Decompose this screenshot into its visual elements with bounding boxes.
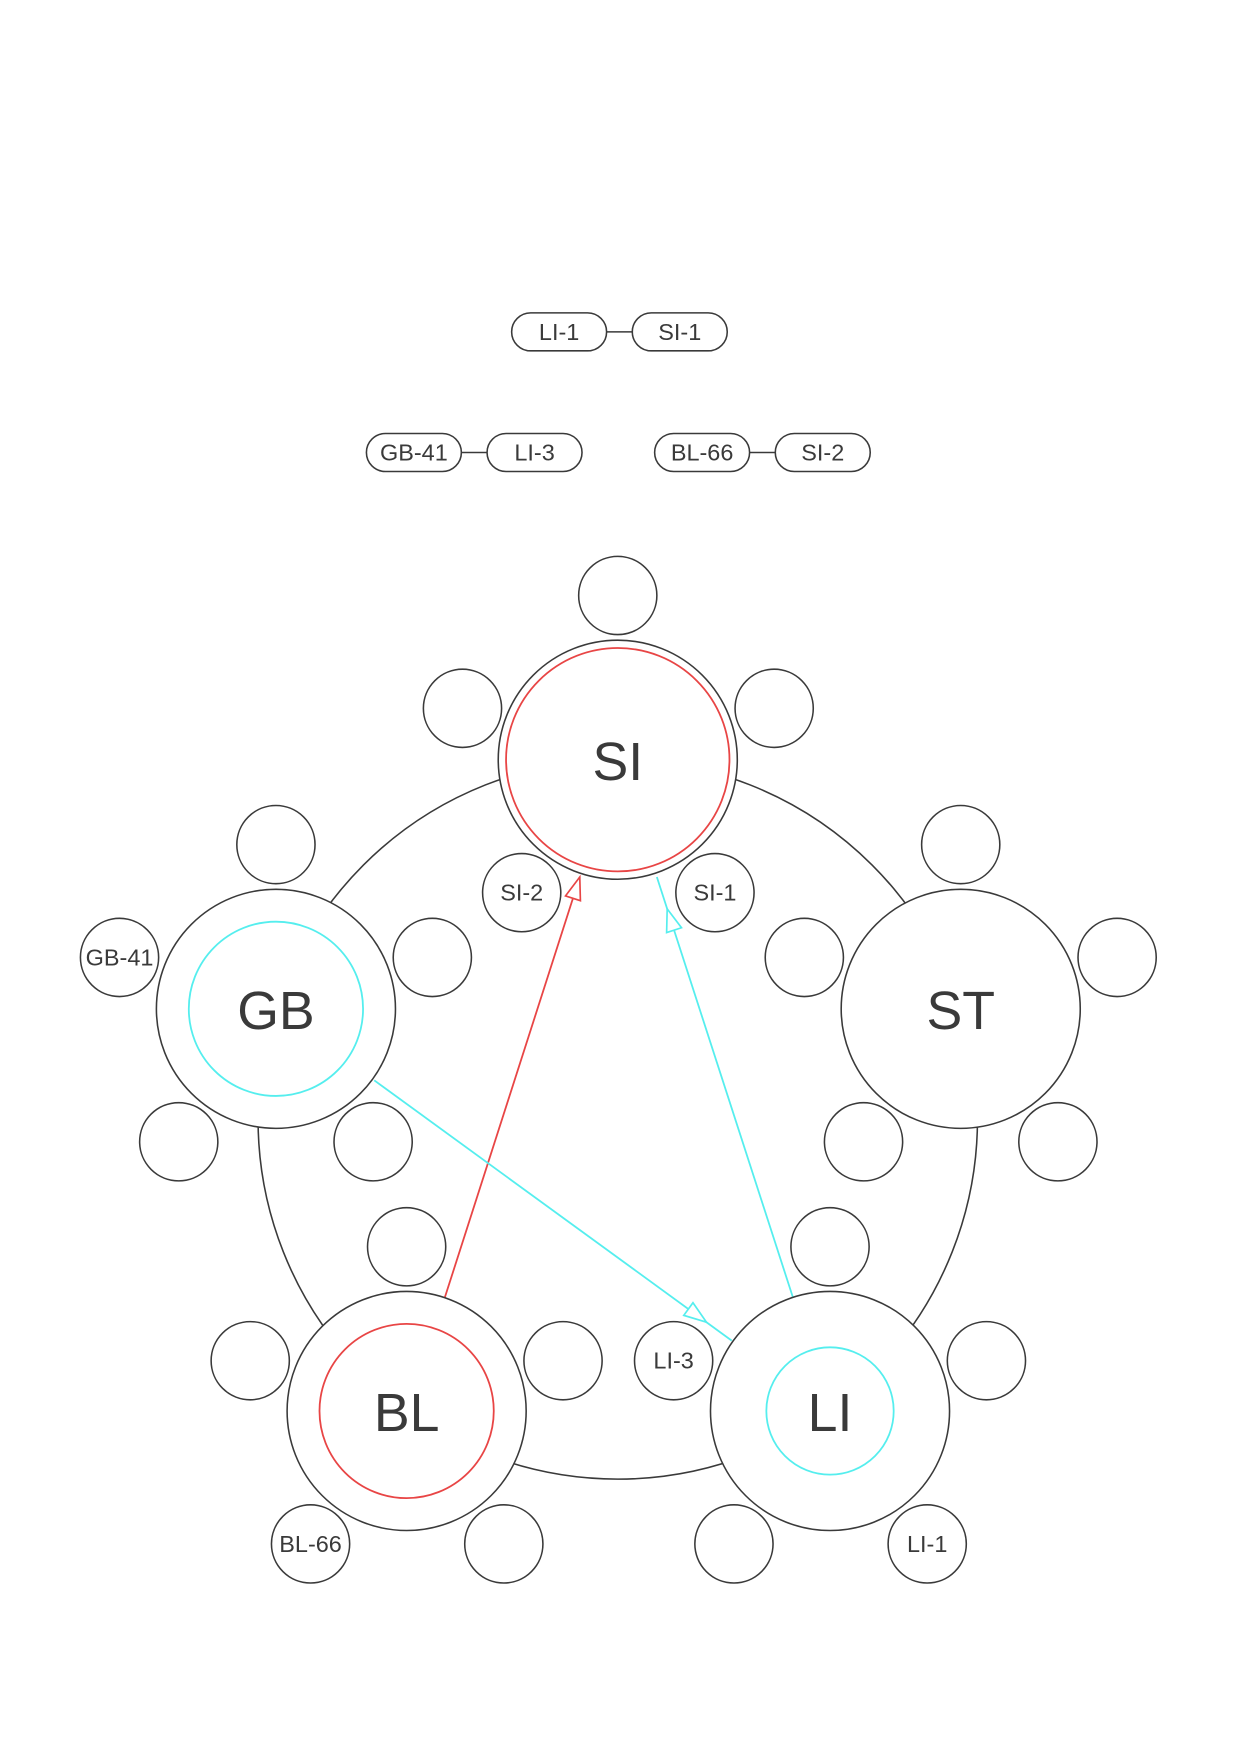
legend-pair: BL-66 SI-2 [653, 432, 872, 473]
node-circle [286, 1290, 527, 1532]
node-circle [497, 639, 739, 881]
satellite-point [577, 555, 658, 636]
node-si: SI SI-2 SI-1 [422, 555, 815, 933]
satellite-point [790, 1206, 870, 1287]
edge-li-si [656, 876, 795, 1299]
node-label: ST [926, 981, 995, 1041]
edge-bl-si [443, 874, 582, 1299]
satellite-point [79, 917, 160, 998]
satellite-point [1018, 1101, 1098, 1182]
satellite-point [764, 917, 845, 998]
satellite-point [210, 1320, 291, 1401]
satellite-point [236, 804, 316, 885]
arrowhead-icon [665, 906, 683, 934]
node-inner-ring [765, 1346, 895, 1476]
arrowhead-icon [564, 874, 582, 902]
satellite-point [946, 1320, 1027, 1401]
satellite-point [481, 852, 562, 933]
satellite-point [463, 1504, 544, 1584]
legend-pill-label: GB-41 [380, 439, 448, 465]
legend-pill-label: SI-2 [801, 439, 844, 465]
satellite-label: LI-1 [907, 1531, 947, 1557]
node-circle [709, 1290, 951, 1532]
node-label: SI [592, 732, 643, 792]
legend-pill-label: SI-1 [658, 319, 701, 345]
satellite-point [734, 668, 815, 749]
satellite-label: SI-2 [500, 880, 543, 906]
satellite-point [523, 1320, 603, 1401]
node-circle [840, 888, 1082, 1130]
node-inner-ring [505, 647, 731, 873]
legend-pill [510, 312, 608, 352]
edge-line [373, 1079, 733, 1342]
legend-pill-label: LI-3 [514, 439, 554, 465]
satellite-point [138, 1101, 219, 1182]
legend-pill [774, 432, 872, 473]
node-bl: BL BL-66 [210, 1206, 603, 1584]
satellite-point [392, 917, 473, 998]
legend-pair: LI-1 SI-1 [510, 312, 729, 352]
node-circle [155, 888, 397, 1130]
node-st: ST [764, 804, 1157, 1182]
satellite-point [920, 804, 1001, 885]
satellite-point [694, 1504, 774, 1584]
satellite-point [333, 1101, 413, 1182]
legend-pill-label: BL-66 [671, 439, 734, 465]
node-inner-ring [318, 1322, 495, 1500]
satellite-label: GB-41 [86, 944, 154, 970]
satellite-label: SI-1 [693, 880, 736, 906]
satellite-point [633, 1320, 714, 1401]
satellite-point [270, 1504, 351, 1584]
node-label: BL [374, 1383, 440, 1443]
edge-gb-li [373, 1079, 733, 1342]
arrowhead-icon [682, 1301, 709, 1324]
satellite-point [675, 852, 755, 933]
legend-pill [486, 432, 583, 473]
satellite-point [1077, 917, 1157, 998]
satellite-point [823, 1101, 904, 1182]
legend-pill-label: LI-1 [539, 319, 579, 345]
satellite-point [887, 1504, 968, 1584]
legend-pill [365, 432, 463, 473]
edge-line [443, 876, 581, 1299]
satellite-label: LI-3 [653, 1348, 693, 1374]
satellite-point [366, 1206, 447, 1287]
node-li: LI LI-3LI-1 [633, 1206, 1027, 1584]
node-inner-ring [187, 920, 364, 1097]
satellite-point [422, 668, 503, 749]
node-label: GB [237, 981, 314, 1041]
legend-pill [653, 432, 751, 473]
node-gb: GB GB-41 [79, 804, 473, 1182]
legend-pill [631, 312, 729, 352]
node-label: LI [808, 1383, 853, 1443]
satellite-label: BL-66 [279, 1531, 342, 1557]
edge-line [656, 876, 795, 1299]
legend-pair: GB-41 LI-3 [365, 432, 583, 473]
edges [373, 874, 795, 1342]
legend-pairs: LI-1 SI-1GB-41 LI-3 BL-66 SI-2 [365, 312, 872, 473]
